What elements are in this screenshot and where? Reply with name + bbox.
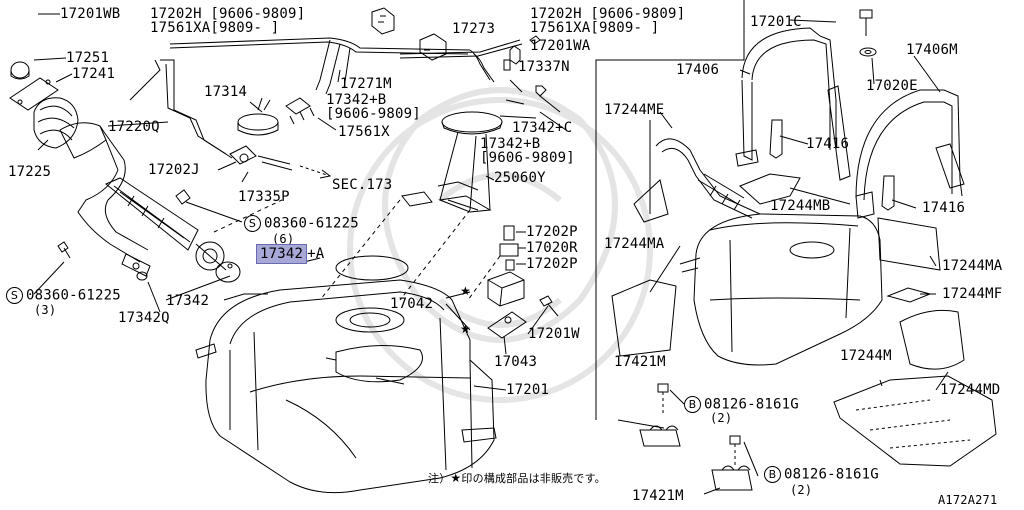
label-17201WA: 17201WA bbox=[530, 38, 591, 54]
label-17043: 17043 bbox=[494, 354, 538, 370]
label-17342B-b: 17342+B bbox=[480, 136, 541, 152]
label-17406: 17406 bbox=[676, 62, 720, 78]
label-17220Q: 17220Q bbox=[108, 119, 160, 135]
part-number: 08360-61225 bbox=[26, 287, 121, 304]
label-17335P: 17335P bbox=[238, 189, 290, 205]
label-17561XA-b: 17561XA[9809- ] bbox=[530, 20, 660, 36]
label-17020E: 17020E bbox=[866, 78, 918, 94]
star-mark-icon: ★ bbox=[450, 471, 462, 485]
s-mark-icon: S bbox=[6, 287, 23, 304]
label-17244MD: 17244MD bbox=[940, 382, 1001, 398]
label-qty-6: (6) bbox=[272, 232, 295, 246]
label-qty-3: (3) bbox=[34, 303, 57, 317]
watermark-emblem bbox=[347, 87, 653, 403]
fuel-tank-shape bbox=[195, 255, 497, 494]
shield-17244MA-right bbox=[877, 217, 941, 271]
label-17225: 17225 bbox=[8, 164, 52, 180]
part-number: 08126-8161G bbox=[704, 396, 799, 413]
s-mark-icon: S bbox=[244, 215, 261, 232]
label-sec173: SEC.173 bbox=[332, 177, 393, 193]
shield-17244MF bbox=[886, 287, 932, 303]
label-17202J: 17202J bbox=[148, 162, 200, 178]
shield-17244MA-left bbox=[611, 279, 677, 357]
label-17241: 17241 bbox=[72, 66, 116, 82]
shield-17244M bbox=[833, 375, 997, 467]
label-17314: 17314 bbox=[204, 84, 248, 100]
label-17020R: 17020R bbox=[526, 240, 578, 256]
part-suffix: +A bbox=[307, 246, 325, 262]
label-17342C: 17342+C bbox=[512, 120, 573, 136]
star-mark-icon: ★ bbox=[460, 284, 471, 298]
footnote-prefix: 注） bbox=[428, 472, 451, 485]
label-qty-2-a: (2) bbox=[710, 411, 733, 425]
part-number: 08126-8161G bbox=[784, 466, 879, 483]
label-17342B-a: 17342+B bbox=[326, 92, 387, 108]
label-17561X: 17561X bbox=[338, 124, 390, 140]
label-17244ME: 17244ME bbox=[604, 102, 665, 118]
shield-17244ME bbox=[633, 179, 669, 223]
label-17342Q: 17342Q bbox=[118, 310, 170, 326]
right-fuel-tank-shape bbox=[679, 213, 883, 366]
label-17202H-a: 17202H [9606-9809] bbox=[150, 6, 306, 22]
label-17202P-b: 17202P bbox=[526, 256, 578, 272]
label-17421M-a: 17421M bbox=[614, 354, 666, 370]
star-mark-icon: ★ bbox=[460, 322, 471, 336]
label-17201: 17201 bbox=[506, 382, 550, 398]
footnote-text: 印の構成部品は非販売です。 bbox=[461, 472, 606, 485]
label-17251: 17251 bbox=[66, 50, 110, 66]
label-9606-9809-b: [9606-9809] bbox=[480, 150, 575, 166]
label-17202H-b: 17202H [9606-9809] bbox=[530, 6, 686, 22]
label-17406M: 17406M bbox=[906, 42, 958, 58]
label-17421M-b: 17421M bbox=[632, 488, 684, 504]
label-17244MA-a: 17244MA bbox=[604, 236, 665, 252]
b-mark-icon: B bbox=[764, 466, 781, 483]
label-qty-2-b: (2) bbox=[790, 483, 813, 497]
highlighted-part-17342[interactable]: 17342 bbox=[256, 244, 308, 264]
shield-17244MB bbox=[739, 173, 801, 205]
label-17271M: 17271M bbox=[340, 76, 392, 92]
label-17201C: 17201C bbox=[750, 14, 802, 30]
label-17273: 17273 bbox=[452, 21, 496, 37]
label-17244M: 17244M bbox=[840, 348, 892, 364]
label-17342A[interactable]: 17342+A bbox=[256, 244, 325, 264]
label-17244MA-b: 17244MA bbox=[942, 258, 1003, 274]
label-17244MF: 17244MF bbox=[942, 286, 1003, 302]
footnote: 注）★印の構成部品は非販売です。 bbox=[428, 471, 606, 486]
label-17042: 17042 bbox=[390, 296, 434, 312]
label-17201W: 17201W bbox=[528, 326, 580, 342]
diagram-id: A172A271 bbox=[938, 493, 998, 507]
label-9606-9809-a: [9606-9809] bbox=[326, 106, 421, 122]
part-number: 08360-61225 bbox=[264, 215, 359, 232]
label-17202P-a: 17202P bbox=[526, 224, 578, 240]
label-17244MB: 17244MB bbox=[770, 198, 831, 214]
label-17416-a: 17416 bbox=[806, 136, 850, 152]
label-17342: 17342 bbox=[166, 293, 210, 309]
label-17337N: 17337N bbox=[518, 59, 570, 75]
label-17416-b: 17416 bbox=[922, 200, 966, 216]
label-25060Y: 25060Y bbox=[494, 170, 546, 186]
label-17201WB: 17201WB bbox=[60, 6, 121, 22]
label-17561XA-a: 17561XA[9809- ] bbox=[150, 20, 280, 36]
b-mark-icon: B bbox=[684, 396, 701, 413]
shield-17244MD bbox=[899, 309, 965, 370]
